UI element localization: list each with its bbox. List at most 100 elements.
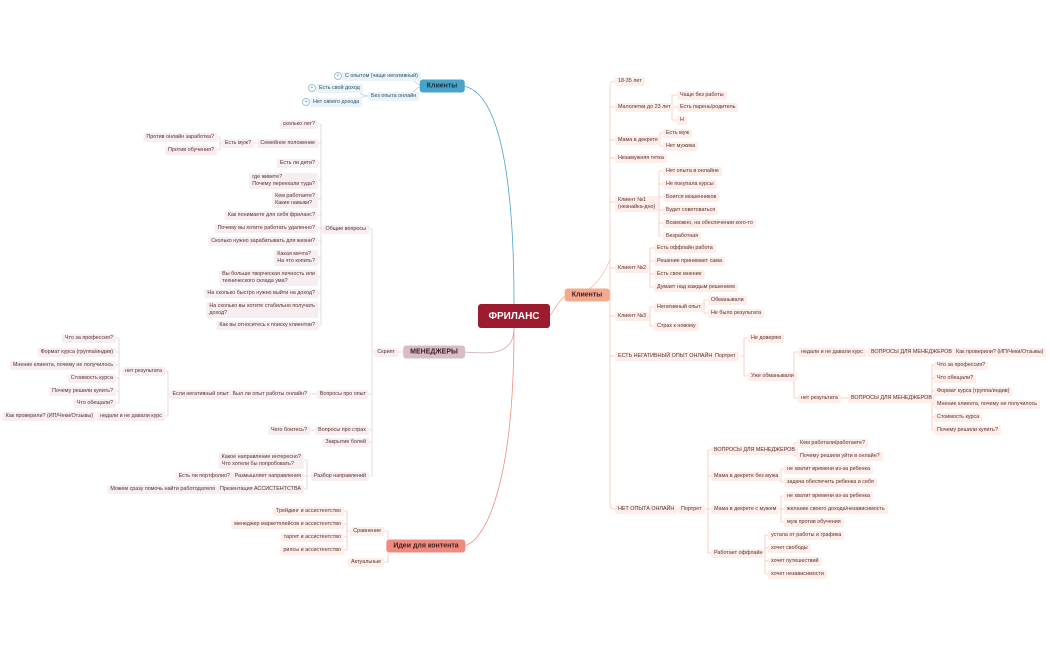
- node-k2-2[interactable]: Решение принимает сама: [654, 257, 725, 266]
- node-lq2[interactable]: Формат курса (группа/индив): [37, 348, 116, 357]
- node-q2[interactable]: Что обещали?: [934, 374, 977, 383]
- node-s-opytom[interactable]: С опытом (чаще негативный): [342, 72, 421, 81]
- central-topic[interactable]: ФРИЛАНС: [478, 304, 550, 328]
- branch-menedzhery[interactable]: МЕНЕДЖЕРЫ: [403, 345, 465, 359]
- node-stabilno[interactable]: На сколько вы хотите стабильно получать …: [206, 302, 318, 318]
- node-q5[interactable]: Стоимость курса: [934, 413, 983, 422]
- node-pro-opyt[interactable]: Вопросы про опыт: [316, 390, 369, 399]
- node-sravnenie[interactable]: Сравнение: [350, 527, 384, 536]
- node-lq5[interactable]: Почему решили купить?: [49, 387, 116, 396]
- node-s1[interactable]: Трейдинг и ассистентство: [273, 507, 344, 516]
- node-ms-3[interactable]: муж против обучения: [784, 518, 844, 527]
- node-mama-s-muzhem[interactable]: Мама в декрете с мужем: [711, 505, 780, 514]
- node-gde-zhivete[interactable]: где живете? Почему переехали туда?: [249, 173, 318, 189]
- node-protiv-online[interactable]: Против онлайн заработка?: [143, 133, 217, 142]
- node-skript[interactable]: Скрипт: [374, 348, 398, 357]
- node-malo[interactable]: Малолетки до 23 лет: [615, 103, 674, 112]
- node-mozhem-pomoch[interactable]: Можем сразу помочь найти работодателя: [107, 485, 218, 494]
- node-age[interactable]: 18-35 лет: [615, 77, 645, 86]
- node-razbor[interactable]: Разбор направлений: [310, 472, 369, 481]
- node-portfolio[interactable]: Есть ли портфолио?: [175, 472, 233, 481]
- node-q4[interactable]: Мнение клиента, почему не получилось: [934, 400, 1041, 409]
- node-nedali[interactable]: недали и не давали курс: [798, 348, 866, 357]
- node-k2-1[interactable]: Есть оффлайн работа: [654, 244, 716, 253]
- plus-icon[interactable]: +: [334, 72, 342, 80]
- node-tvorcheskaya[interactable]: Вы больше творческая личность или технич…: [219, 270, 318, 286]
- node-s3[interactable]: таргет и ассистентство: [280, 533, 344, 542]
- node-k1-4[interactable]: Будет советоваться: [663, 206, 719, 215]
- node-pro-strah[interactable]: Вопросы про страх: [315, 426, 369, 435]
- branch-klienty-top[interactable]: Клиенты: [419, 79, 465, 93]
- node-k1-5[interactable]: Возможно, на обеспечении кого-то: [663, 219, 756, 228]
- node-ro-1[interactable]: устала от работы и графика: [768, 531, 845, 540]
- node-voprosy-menedzherov[interactable]: ВОПРОСЫ ДЛЯ МЕНЕДЖЕРОВ: [868, 348, 955, 357]
- node-ro-4[interactable]: хочет независимости: [768, 570, 827, 579]
- node-kem-rabotaete[interactable]: Кем работаете? Какие навыки?: [272, 192, 318, 208]
- plus-icon[interactable]: +: [308, 84, 316, 92]
- node-uzhe-obmanyvali[interactable]: Уже обманывали: [748, 372, 797, 381]
- node-mama[interactable]: Мама в декрете: [615, 136, 661, 145]
- node-rabotaet-offline[interactable]: Работает оффлайн: [711, 549, 766, 558]
- node-lq6[interactable]: Что обещали?: [73, 399, 116, 408]
- node-razmyshlyaet[interactable]: Размышляет направления: [231, 472, 304, 481]
- node-vm3-1[interactable]: Кем работали/работаете?: [797, 439, 868, 448]
- node-net-dohoda[interactable]: Нет своего дохода: [310, 98, 363, 107]
- node-klient-1[interactable]: Клиент №1 (незнайка-дно): [615, 196, 659, 212]
- node-udalenno[interactable]: Почему вы хотите работать удаленно?: [214, 224, 318, 233]
- node-byl-li-opyt[interactable]: Был ли опыт работы онлайн?: [229, 390, 310, 399]
- node-lq4[interactable]: Стоимость курса: [67, 374, 116, 383]
- node-esli-negativ[interactable]: Если негативный опыт: [169, 390, 232, 399]
- branch-idei-kontenta[interactable]: Идеи для контента: [386, 539, 466, 553]
- node-k1-1[interactable]: Нет опыта в онлайне: [663, 167, 722, 176]
- node-lq1[interactable]: Что за профессия?: [61, 334, 116, 343]
- node-deti[interactable]: Есть ли дети?: [276, 159, 318, 168]
- node-mb-2[interactable]: задача обеспечить ребенка и себя: [784, 478, 877, 487]
- node-chego-boites[interactable]: Чего боитесь?: [268, 426, 310, 435]
- node-kakoe-napravlenie[interactable]: Какое направление интересно? Что хотели …: [218, 453, 304, 469]
- node-klient-2[interactable]: Клиент №2: [615, 264, 650, 273]
- node-net-rezultata[interactable]: нет результата: [798, 394, 841, 403]
- node-poisk-klientov[interactable]: Как вы относитесь к поиску клиентов?: [216, 321, 318, 330]
- node-semeinoe[interactable]: Семейное положение: [257, 139, 318, 148]
- node-k2-3[interactable]: Есть свое мнение: [654, 270, 705, 279]
- node-lq3[interactable]: Мнение клиента, почему не получилось: [9, 361, 116, 370]
- node-klient-3[interactable]: Клиент №3: [615, 312, 650, 321]
- node-k3-1b[interactable]: Не было результата: [708, 309, 765, 318]
- node-k3-1a[interactable]: Обманывали: [708, 296, 747, 305]
- node-q1[interactable]: Что за профессия?: [934, 361, 989, 370]
- node-k1-3[interactable]: Боится мошенников: [663, 193, 720, 202]
- node-skolko-let[interactable]: сколько лет?: [279, 120, 318, 129]
- node-neznak[interactable]: Незамужняя тетка: [615, 154, 667, 163]
- node-ponimaete[interactable]: Как понимаете для себя фриланс?: [224, 211, 318, 220]
- node-bystro-dohod[interactable]: На сколько быстро нужно выйти на доход?: [204, 289, 318, 298]
- node-ms-1[interactable]: не хватит времени из-за ребенка: [784, 492, 874, 501]
- node-mama-1[interactable]: Есть муж: [663, 129, 693, 138]
- node-voprosy-menedzherov-3[interactable]: ВОПРОСЫ ДЛЯ МЕНЕДЖЕРОВ: [711, 446, 798, 455]
- branch-klienty-right[interactable]: Клиенты: [564, 288, 610, 302]
- node-net-opyta[interactable]: НЕТ ОПЫТА ОНЛАЙН: [615, 505, 678, 514]
- node-voprosy-menedzherov-2[interactable]: ВОПРОСЫ ДЛЯ МЕНЕДЖЕРОВ: [848, 394, 935, 403]
- node-est-muzh[interactable]: Есть муж?: [221, 139, 254, 148]
- plus-icon[interactable]: +: [302, 98, 310, 106]
- node-ms-2[interactable]: желание своего дохода/независимость: [784, 505, 888, 514]
- node-est-dohod[interactable]: Есть свой доход: [316, 84, 363, 93]
- node-mb-1[interactable]: не хватит времени из-за ребенка: [784, 465, 874, 474]
- node-bez-opyta[interactable]: Без опыта онлайн: [368, 92, 420, 101]
- node-malo-1[interactable]: Чаще без работы: [677, 91, 727, 100]
- node-k3-2[interactable]: Страх к новому: [654, 322, 699, 331]
- node-negativ[interactable]: ЕСТЬ НЕГАТИВНЫЙ ОПЫТ ОНЛАЙН: [615, 352, 716, 361]
- node-zakrytie-bolei[interactable]: Закрытие болей: [322, 438, 369, 447]
- node-nedali-left[interactable]: недали и не давали курс: [97, 412, 165, 421]
- node-prezentaciya[interactable]: Презентация АССИСТЕНТСТВА: [216, 485, 304, 494]
- node-kak-proverili[interactable]: Как проверили? (ИП/Чеки/Отзывы): [953, 348, 1047, 357]
- node-ne-doveryayu[interactable]: Не доверяю: [748, 334, 785, 343]
- node-mama-bez-muzha[interactable]: Мама в декрете без мужа: [711, 472, 782, 481]
- node-obshie-voprosy[interactable]: Общие вопросы: [322, 225, 369, 234]
- node-k1-6[interactable]: Безработная: [663, 232, 702, 241]
- node-k1-2[interactable]: Не покупала курсы: [663, 180, 717, 189]
- node-malo-2[interactable]: Есть парень/родитель: [677, 103, 739, 112]
- node-q3[interactable]: Формат курса (группа/индив): [934, 387, 1013, 396]
- node-q6[interactable]: Почему решили купить?: [934, 426, 1001, 435]
- node-mechta[interactable]: Какая мечта? На что копить?: [274, 250, 318, 266]
- node-skolko-nuzhno[interactable]: Сколько нужно зарабатывать для жизни?: [208, 237, 318, 246]
